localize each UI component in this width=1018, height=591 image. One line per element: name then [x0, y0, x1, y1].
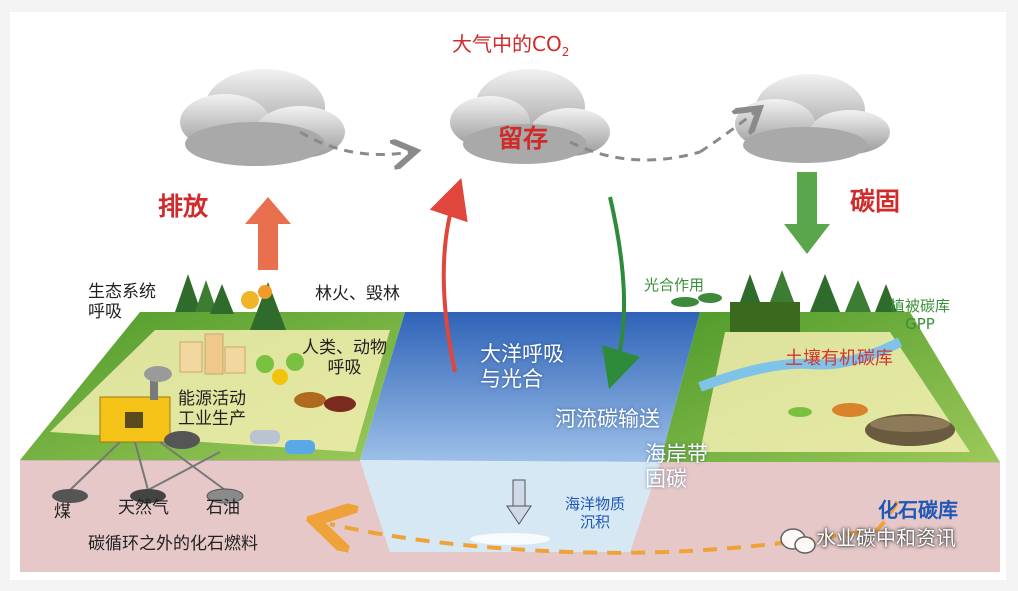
coal-label: 煤 [54, 502, 71, 522]
emission-arrow [245, 197, 291, 270]
soil-pool-label: 土壤有机碳库 [785, 348, 893, 369]
retain-label: 留存 [498, 124, 549, 153]
vegetation-pool-label: 植被碳库 GPP [890, 297, 951, 333]
ocean-deposit-label: 海洋物质 沉积 [565, 495, 626, 531]
cloud-left [180, 69, 345, 166]
gas-label: 天然气 [118, 498, 169, 518]
palm-trees [671, 293, 722, 307]
oil-label: 石油 [206, 498, 240, 518]
soil-cross-section [865, 414, 955, 446]
trees-small [256, 353, 304, 385]
cloud-right [735, 74, 890, 163]
river-transport-label: 河流碳输送 [555, 407, 660, 431]
forest-right [730, 270, 897, 332]
gas-deposit [130, 489, 166, 503]
energy-industry-label: 能源活动 工业生产 [178, 389, 246, 430]
carbon-cycle-illustration [19, 69, 1001, 572]
factory [99, 366, 172, 443]
title: 大气中的CO2 [452, 32, 570, 59]
emission-label: 排放 [158, 192, 209, 221]
fossil-pits [52, 441, 244, 504]
ecosystem-respiration-label: 生态系统 呼吸 [88, 282, 156, 323]
ocean-respiration-label: 大洋呼吸 与光合 [480, 342, 564, 392]
river [698, 337, 903, 392]
forest-left [175, 274, 286, 330]
coastal-label: 海岸带 固碳 [645, 442, 708, 492]
buildings [179, 333, 246, 375]
coal-deposit [52, 489, 88, 503]
wechat-icon [780, 528, 816, 554]
fossil-outside-label: 碳循环之外的化石燃料 [88, 534, 258, 554]
coal-pile [164, 431, 200, 449]
fossil-flow-arrow [330, 524, 861, 555]
oil-deposit [206, 488, 244, 504]
fossil-pool-label: 化石碳库 [878, 498, 958, 522]
diagram-frame: 大气中的CO2 留存 排放 碳固 生态系统 呼吸 林火、毁林 人类、动物 呼吸 … [10, 12, 1006, 580]
fixation-arrow [784, 172, 830, 254]
ocean-emission-arrow [429, 178, 468, 373]
cloud-center [450, 69, 610, 164]
photosynthesis-label: 光合作用 [644, 276, 705, 294]
fire-deforest-label: 林火、毁林 [315, 284, 400, 304]
watermark-label: 水业碳中和资讯 [816, 526, 956, 550]
animals-left [294, 392, 356, 412]
animals-right [788, 403, 868, 417]
humans-animals-label: 人类、动物 呼吸 [302, 338, 387, 379]
ocean-uptake-arrow [601, 196, 641, 390]
fixation-label: 碳固 [850, 187, 901, 216]
cars [250, 430, 315, 454]
